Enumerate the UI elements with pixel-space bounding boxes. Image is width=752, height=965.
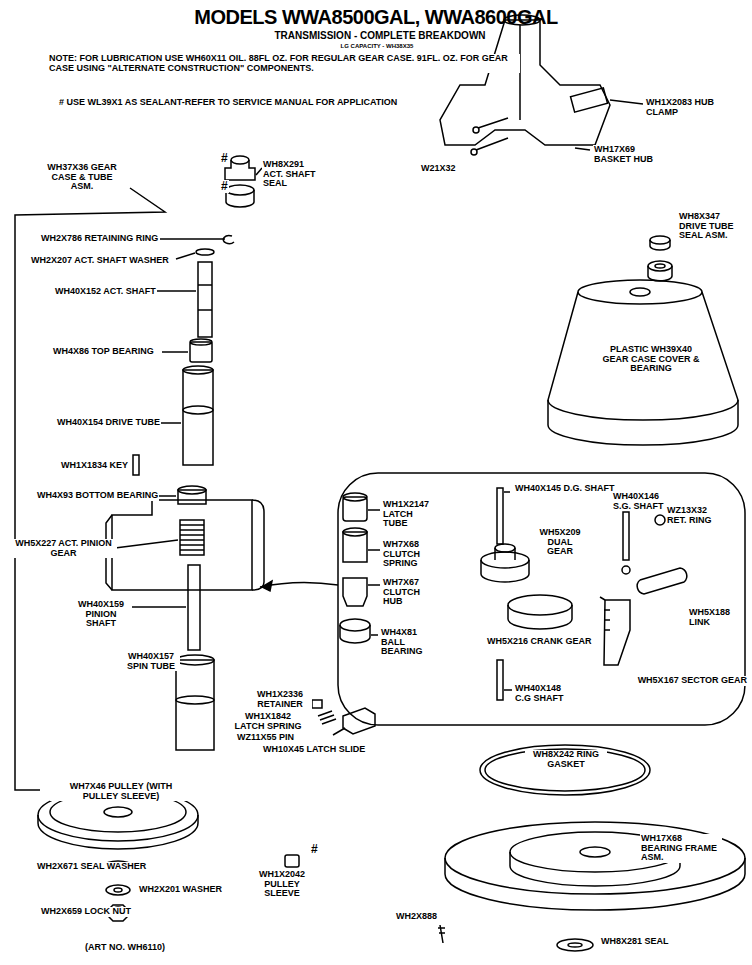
part-label: WH7X67 CLUTCH HUB [382,578,439,607]
part-label: WH5X209 DUAL GEAR [534,528,586,557]
part-label: WH2X888 [395,912,438,922]
part-label: WZ13X32 RET. RING [666,506,718,525]
part-label: WH1X2083 HUB CLAMP [645,98,717,117]
part-label: (ART NO. WH6110) [84,943,166,953]
part-label: WH17X69 BASKET HUB [593,145,660,164]
lubrication-note: NOTE: FOR LUBRICATION USE WH60X11 OIL. 8… [48,54,520,73]
part-label: WH4X93 BOTTOM BEARING [36,491,159,501]
sealant-mark: # [220,152,229,165]
part-label: WH1X2336 RETAINER [248,690,312,709]
part-label: WH1X1834 KEY [60,461,129,471]
part-label: WH7X68 CLUTCH SPRING [382,540,439,569]
capacity-note: LG CAPACITY - WH38X35 [300,43,454,49]
sealant-mark: # [220,180,229,193]
part-label: WH2X201 WASHER [138,885,223,895]
part-label: WZ11X55 PIN [236,733,295,743]
part-label: WH5X188 LINK [688,608,740,627]
part-label: WH40X154 DRIVE TUBE [56,418,161,428]
part-label: WH1X2147 LATCH TUBE [382,500,439,529]
sealant-note: # USE WL39X1 AS SEALANT-REFER TO SERVICE… [58,98,398,108]
part-label: WH4X81 BALL BEARING [380,628,432,657]
title: MODELS WWA8500GAL, WWA8600GAL [0,6,752,29]
part-label: WH5X216 CRANK GEAR [486,637,593,647]
sealant-mark: # [310,843,319,856]
part-label: WH40X145 D.G. SHAFT [514,484,616,494]
part-label: WH4X86 TOP BEARING [52,347,155,357]
part-label: WH8X291 ACT. SHAFT SEAL [262,160,324,189]
part-label: WH2X207 ACT. SHAFT WASHER [30,256,170,266]
part-label: WH40X148 C.G SHAFT [514,684,576,703]
part-label: WH40X159 PINION SHAFT [70,600,132,629]
part-label: WH40X146 S.G. SHAFT [612,492,674,511]
part-label: WH5X167 SECTOR GEAR [637,676,748,686]
part-label: WH2X671 SEAL WASHER [36,862,147,872]
part-label: WH7X46 PULLEY (WITH PULLEY SLEEVE) [50,782,192,801]
part-label: WH8X347 DRIVE TUBE SEAL ASM. [678,212,746,241]
part-label: WH37X36 GEAR CASE & TUBE ASM. [40,163,124,192]
part-label: WH5X227 ACT. PINION GEAR [10,539,117,558]
part-label: WH40X157 SPIN TUBE [122,652,180,671]
part-label: WH2X659 LOCK NUT [40,907,132,917]
part-label: WH1X2042 PULLEY SLEEVE [250,870,314,899]
part-label: WH40X152 ACT. SHAFT [54,287,157,297]
part-label: WH10X45 LATCH SLIDE [262,745,366,755]
part-label: WH8X281 SEAL [600,937,670,947]
subtitle: TRANSMISSION - COMPLETE BREAKDOWN [3,31,752,42]
part-label: WH2X786 RETAINING RING [40,234,159,244]
part-label: WH8X242 RING GASKET [525,750,607,769]
part-label: WH17X68 BEARING FRAME ASM. [640,834,722,863]
part-label: PLASTIC WH39X40 GEAR CASE COVER & BEARIN… [600,345,702,374]
part-label: W21X32 [420,164,457,174]
part-label: WH1X1842 LATCH SPRING [232,712,304,731]
